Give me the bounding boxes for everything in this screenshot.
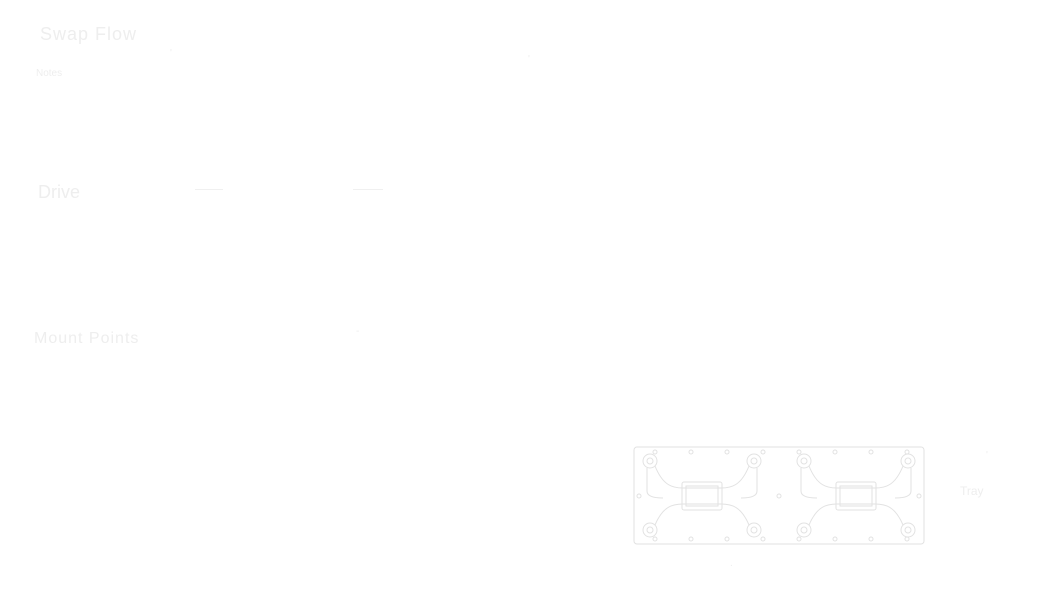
bracket-right xyxy=(796,453,916,538)
heading-low: Mount Points xyxy=(34,330,140,347)
heading-mid: Drive xyxy=(38,182,81,202)
bolt-hole-icon xyxy=(642,453,658,469)
mark-e: . xyxy=(730,558,733,569)
subtitle-top: Notes xyxy=(36,68,63,79)
bolt-hole-icon xyxy=(796,453,812,469)
divider-a xyxy=(195,189,223,190)
right-label: Tray xyxy=(960,484,984,498)
edge-holes xyxy=(636,449,922,542)
chip-icon xyxy=(835,481,877,511)
bolt-hole-icon xyxy=(642,522,658,538)
mark-d: ' xyxy=(986,450,988,461)
mark-b: ' xyxy=(528,54,530,65)
bolt-hole-icon xyxy=(900,522,916,538)
bracket-plate-drawing xyxy=(633,446,925,546)
divider-b xyxy=(353,189,383,190)
bolt-hole-icon xyxy=(796,522,812,538)
bracket-left xyxy=(642,453,762,538)
bolt-hole-icon xyxy=(746,453,762,469)
bracket-plate-svg xyxy=(633,446,925,545)
bolt-hole-icon xyxy=(900,453,916,469)
bolt-hole-icon xyxy=(746,522,762,538)
chip-icon xyxy=(681,481,723,511)
mark-a: ' xyxy=(170,48,172,59)
mark-c: - xyxy=(356,326,360,337)
plate-outline xyxy=(633,446,925,545)
title-top: Swap Flow xyxy=(40,24,138,44)
